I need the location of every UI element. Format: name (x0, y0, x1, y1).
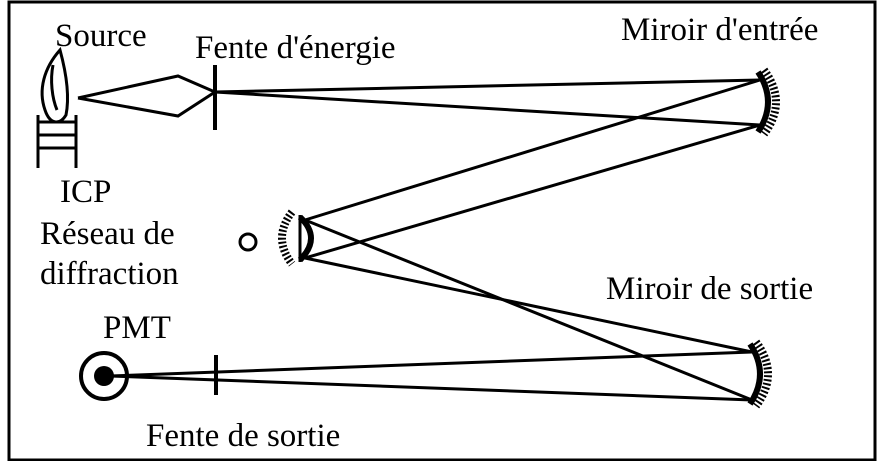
source-light-cone (77, 74, 219, 118)
grating-rotation-knob-icon (238, 232, 258, 252)
entrance-mirror (755, 67, 780, 137)
grating-label-line2: diffraction (40, 256, 179, 292)
grating-label-line1: Réseau de (40, 216, 175, 252)
diffraction-grating (238, 209, 314, 267)
source-label: Source (55, 18, 147, 54)
exit-slit-label: Fente de sortie (146, 418, 341, 454)
diagram-frame (7, 0, 877, 461)
exit-mirror (747, 339, 772, 409)
pmt-label: PMT (103, 310, 171, 346)
icp-label: ICP (60, 174, 112, 210)
icp-torch-icon (36, 46, 78, 168)
pmt-detector-icon (79, 351, 129, 401)
light-beams (109, 78, 761, 402)
exit-mirror-label: Miroir de sortie (606, 271, 814, 307)
entrance-mirror-label: Miroir d'entrée (621, 12, 819, 48)
entrance-slit-label: Fente d'énergie (195, 30, 396, 66)
